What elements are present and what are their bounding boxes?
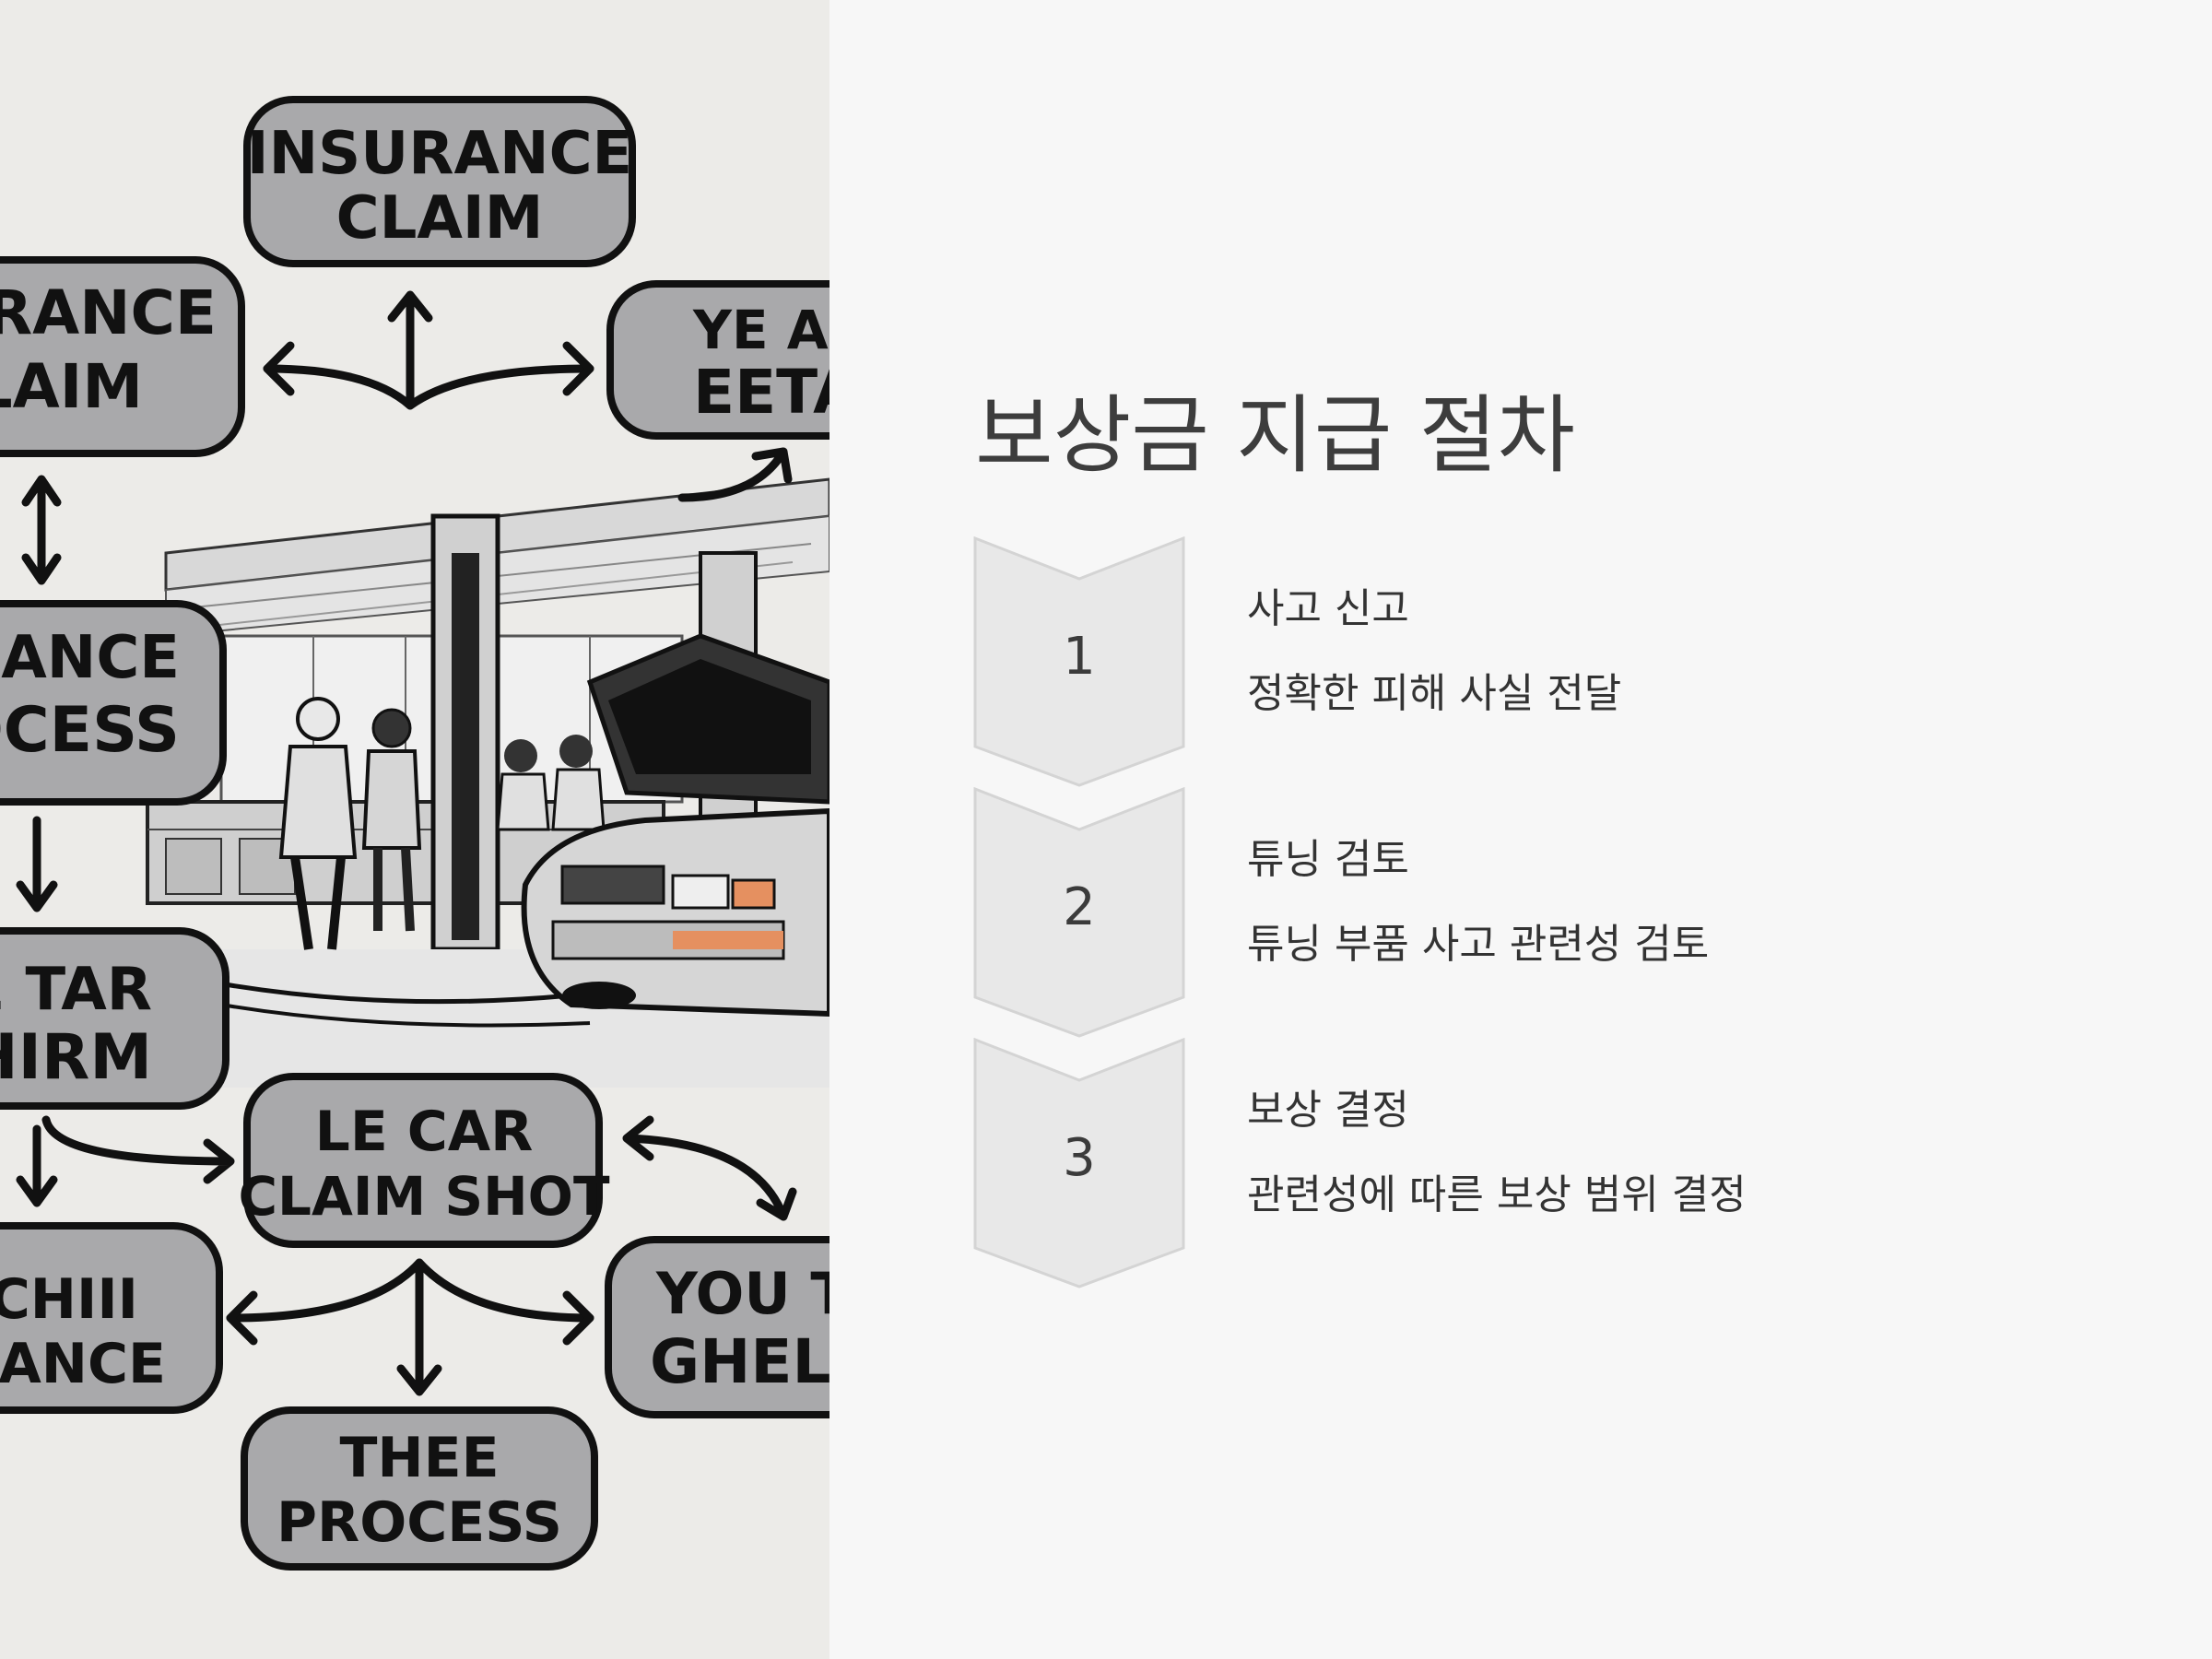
car-illustration [521, 633, 830, 1018]
step-1: 1 사고 신고 정확한 피해 사실 전달 [973, 536, 1711, 787]
bubble-le-car-claim-shot: LE CAR CLAIM SHOT [238, 1073, 610, 1248]
step-title: 사고 신고 [1247, 585, 1409, 632]
bubble-3-line1: YE AN [692, 299, 830, 361]
bubble-e-tar: E TAR HIRM [0, 927, 229, 1110]
step-description: 튜닝 부품 사고 관련성 검토 [1247, 921, 1710, 968]
bubble-2-line2: LAIM [0, 351, 143, 422]
bubble-2-line1: URANCE [0, 277, 217, 348]
step-number: 1 [1063, 627, 1096, 687]
bubble-insurance-process: URANCE OCESS [0, 600, 227, 806]
step-title: 보상 결정 [1247, 1087, 1409, 1134]
step-title: 튜닝 검토 [1247, 836, 1409, 883]
step-description: 관련성에 따른 보상 범위 결정 [1247, 1171, 1747, 1218]
step-2: 2 튜닝 검토 튜닝 부품 사고 관련성 검토 [973, 787, 1711, 1038]
step-number: 2 [1063, 877, 1096, 937]
bubble-6-line2: CLAIM SHOT [238, 1165, 610, 1228]
bubble-9-line1: THEE [339, 1426, 499, 1490]
bubble-7-line2: MANCE [0, 1332, 166, 1396]
bubble-insurance-claim-left: URANCE LAIM [0, 256, 245, 457]
bubble-you-ti: YOU TI GHELA [605, 1236, 830, 1418]
bubble-4-line1: URANCE [0, 624, 180, 692]
page-title: 보상금 지급 절차 [975, 386, 1575, 485]
chevron-shape [973, 536, 1185, 787]
step-number: 3 [1063, 1128, 1096, 1188]
mechanic-figures [278, 697, 606, 950]
bubble-1-line2: CLAIM [336, 184, 544, 253]
bubble-1-line1: INSURANCE [247, 120, 633, 188]
bubble-6-line1: LE CAR [315, 1100, 534, 1164]
garage-scene [0, 477, 830, 1088]
chevron-shape [973, 1038, 1185, 1288]
bubble-7-line1: CHIII [0, 1267, 138, 1332]
step-description: 정확한 피해 사실 전달 [1247, 670, 1622, 717]
chevron-shape [973, 787, 1185, 1038]
bubble-5-line1: E TAR [0, 956, 152, 1024]
bubble-8-line2: GHELA [650, 1326, 830, 1397]
bubble-5-line2: HIRM [0, 1021, 152, 1094]
bubble-8-line1: YOU TI [655, 1260, 830, 1327]
bubble-chiii-mance: CHIII MANCE [0, 1222, 223, 1414]
bubble-9-line2: PROCESS [276, 1490, 562, 1555]
bubble-thee-process: THEE PROCESS [241, 1406, 598, 1571]
bubble-insurance-claim-top: INSURANCE CLAIM [243, 96, 636, 267]
bubble-4-line2: OCESS [0, 694, 180, 767]
flow-arrows [16, 290, 797, 1396]
step-3: 3 보상 결정 관련성에 따른 보상 범위 결정 [973, 1038, 1747, 1288]
